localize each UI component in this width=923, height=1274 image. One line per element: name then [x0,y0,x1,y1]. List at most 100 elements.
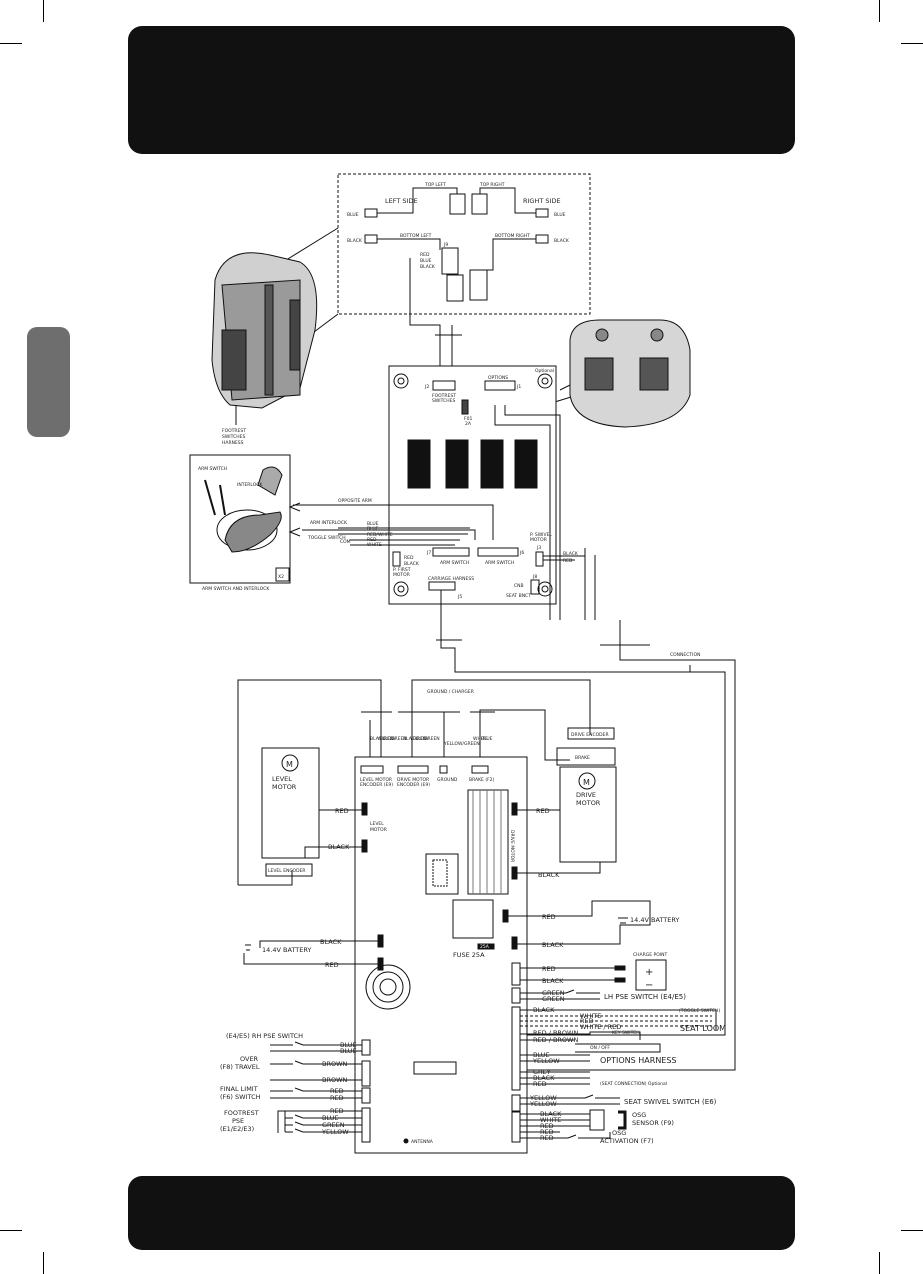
label-seat-bnct: SEAT BNCT [506,593,531,599]
label-toggle-switch-main: (TOGGLE SWITCH) [679,1008,720,1014]
label-lh-pse: LH PSE SWITCH (E4/E5) [604,993,686,1001]
label-blue: BLUE [420,258,432,264]
label-j2-switches: SWITCHES [432,398,455,404]
label-arm-switch-j7: ARM SWITCH [440,560,469,566]
label-level-motor-conn-1: LEVEL [370,821,384,827]
label-w-yellow-green: YELLOW/GREEN [443,741,480,747]
label-fl-red-1: RED [330,1087,344,1095]
crop-mark [879,1252,880,1274]
label-j3-red: RED [563,558,573,564]
charge-plus-icon: + [645,967,653,978]
label-bat-r-red: RED [542,913,556,921]
label-drive-black: BLACK [538,871,560,879]
label-first-black: BLACK [404,561,420,567]
side-tab [27,327,70,437]
label-battery-left: 14.4V BATTERY [262,946,311,954]
label-blue-left: BLUE [347,212,359,218]
label-osg-sensor-1: OSG [632,1111,646,1119]
label-fp-red: RED [330,1107,344,1115]
crop-mark [43,1252,44,1274]
label-first-red: RED [404,555,414,561]
label-brake: BRAKE [575,755,590,761]
display [425,853,459,895]
label-arm-red-white: RED/WHITE [367,532,393,538]
crop-mark [901,1230,923,1231]
label-drive-motor-title-1: DRIVE [576,791,596,799]
label-w-green-1: GREEN [391,736,407,742]
seat-top-image [569,319,691,428]
label-fuse-2a: 2A [465,421,472,427]
brake-header [471,765,489,774]
first-motor-header [392,551,401,567]
j6-header [477,547,519,557]
label-seat-loom: SEAT LOOM [680,1024,726,1033]
label-key-switch: KEY SWITCH [612,1030,640,1036]
label-harness-2: SWITCHES [222,434,245,440]
label-ground-charger: GROUND / CHARGER [427,689,474,695]
crop-mark [0,1230,22,1231]
label-opt-blue: BLUE [533,1051,550,1059]
label-on-off: ON / OFF [590,1045,610,1051]
label-level-red: RED [335,807,349,815]
fuse-f01 [461,399,469,415]
label-rh-blue-2: BLUE [340,1047,357,1055]
label-drive-encoder: DRIVE ENCODER [571,732,609,738]
connector-right-black [535,234,549,244]
label-black-left: BLACK [347,238,363,244]
label-top-left: TOP LEFT [424,182,446,188]
switch-bottom-right [469,269,488,301]
label-over-travel-2: (F8) TRAVEL [220,1063,260,1071]
arm-switch-panel [189,454,291,584]
connector-left-blue [364,208,378,218]
label-level-m: M [286,760,293,769]
label-arm-white: WHITE [367,542,382,548]
label-bottom-left: BOTTOM LEFT [400,233,432,239]
label-fp-blue: BLUE [322,1114,339,1122]
label-key-red-brown-1: RED / BROWN [533,1029,578,1037]
connector-right-blue [535,208,549,218]
j3-header [535,551,544,567]
label-loom-white-red: WHITE / RED [580,1023,621,1031]
label-w-yellow-2: YELLOW [409,736,429,742]
label-red: RED [420,252,430,258]
header-banner [128,26,795,154]
label-fl-red-2: RED [330,1094,344,1102]
j2-header [432,380,456,391]
connector-left-black [364,234,378,244]
label-j6: J6 [519,550,524,556]
label-bat-l-red: RED [325,961,339,969]
label-opt-grey: GREY [533,1068,551,1076]
drive-encoder-header [397,765,429,774]
label-drive-motor-title-2: MOTOR [576,799,601,807]
label-drive-m: M [583,778,590,787]
label-osg-activation-2: ACTIVATION (F7) [600,1137,654,1145]
arm-interlock-image [204,466,283,553]
label-opt-yellow: YELLOW [532,1057,560,1065]
label-footrest-pse-3: (E1/E2/E3) [220,1125,254,1133]
label-j5: J5 [457,594,462,600]
j1-header [484,380,516,391]
label-level-motor-encoder-1: LEVEL MOTOR [360,777,392,783]
label-osg-red-2: RED [540,1128,554,1136]
label-osg-black: BLACK [540,1110,562,1118]
label-swivel-motor-2: MOTOR [530,537,547,543]
label-ot-brown-2: BROWN [322,1076,348,1084]
label-cnb: CNB [514,583,524,589]
j8-header [530,579,540,595]
main-control-board [354,756,528,1154]
label-arm-interlock: ARM INTERLOCK [310,520,348,526]
crop-mark [879,0,880,22]
label-w-white: WHITE [473,736,488,742]
label-level-black: BLACK [328,843,350,851]
label-arm-blue-2: BLUE [367,526,379,532]
label-fp-green: GREEN [322,1121,345,1129]
label-cp-red: RED [542,965,556,973]
label-opt-red: RED [533,1080,547,1088]
label-drive-motor-conn: DRIVE MOTOR [509,830,515,862]
switch-bottom-left [446,274,464,302]
label-swivel-motor-1: P. SWIVEL [530,532,552,538]
label-black: BLACK [420,264,436,270]
label-bottom-right: BOTTOM RIGHT [495,233,530,239]
j5-header [428,581,456,591]
label-w-red-2: RED [417,736,427,742]
